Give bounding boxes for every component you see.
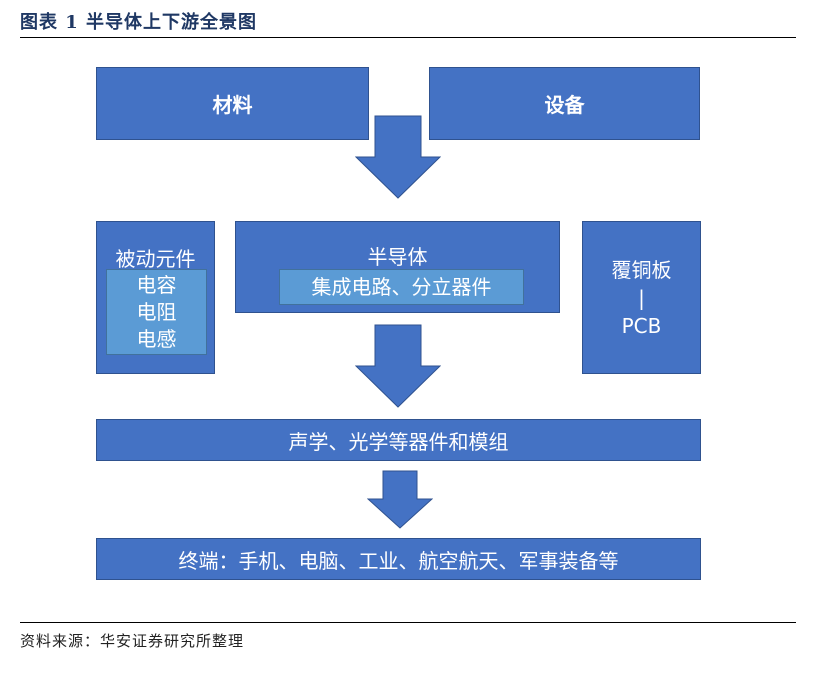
down-arrow-icon — [367, 470, 433, 529]
passive-components-box: 被动元件 电容 电阻 电感 — [96, 221, 215, 374]
semiconductor-box: 半导体 集成电路、分立器件 — [235, 221, 560, 313]
terminal-label: 终端：手机、电脑、工业、航空航天、军事装备等 — [178, 548, 619, 573]
ccl-separator: | — [638, 285, 645, 310]
semiconductor-label: 半导体 — [367, 245, 428, 269]
copper-clad-laminate-box: 覆铜板 | PCB — [582, 221, 701, 374]
capacitor-label: 电容 — [136, 272, 177, 297]
semiconductor-sub-box: 集成电路、分立器件 — [279, 269, 524, 305]
inductor-label: 电感 — [136, 326, 177, 351]
down-arrow-icon — [355, 324, 441, 408]
passive-components-label: 被动元件 — [115, 247, 196, 271]
figure-source: 资料来源：华安证券研究所整理 — [20, 632, 245, 650]
bottom-divider — [20, 622, 796, 623]
down-arrow-icon — [355, 115, 441, 199]
terminal-box: 终端：手机、电脑、工业、航空航天、军事装备等 — [96, 538, 701, 580]
semiconductor-sub-label: 集成电路、分立器件 — [311, 274, 492, 299]
passive-components-list: 电容 电阻 电感 — [106, 269, 207, 355]
equipment-box: 设备 — [429, 67, 700, 140]
modules-box: 声学、光学等器件和模组 — [96, 419, 701, 461]
modules-label: 声学、光学等器件和模组 — [288, 429, 509, 454]
resistor-label: 电阻 — [136, 299, 177, 324]
figure-title: 图表 1 半导体上下游全景图 — [20, 12, 258, 33]
top-divider — [20, 37, 796, 38]
materials-box: 材料 — [96, 67, 369, 140]
equipment-label: 设备 — [544, 93, 585, 117]
pcb-label: PCB — [621, 313, 662, 338]
ccl-label: 覆铜板 — [611, 257, 672, 282]
materials-label: 材料 — [212, 93, 253, 117]
